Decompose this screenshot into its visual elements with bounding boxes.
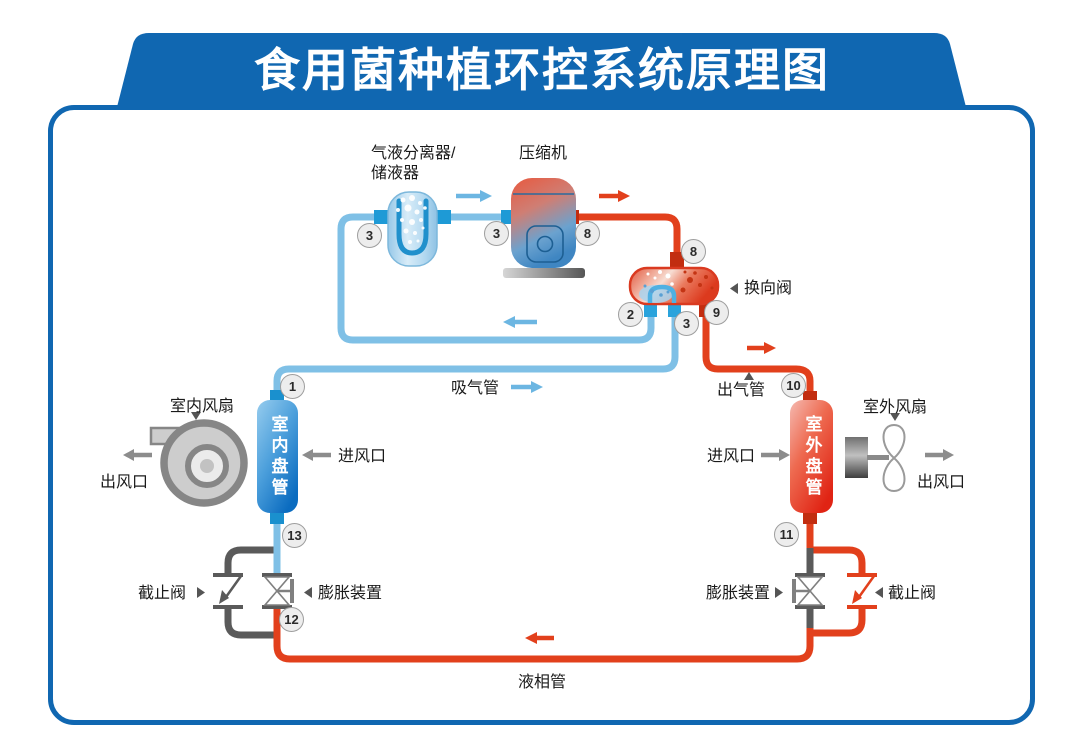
badge-3-separator: 3: [357, 223, 382, 248]
pipe-liquid: [273, 606, 814, 663]
bypass-pipes: [224, 546, 866, 639]
badge-8-compressor: 8: [575, 221, 600, 246]
flow-arrowheads: [123, 190, 954, 644]
badge-2: 2: [618, 302, 643, 327]
pipe-discharge: [702, 310, 814, 396]
badge-3-valve: 3: [674, 311, 699, 336]
outdoor-coil-icon: [790, 400, 833, 513]
reversing-valve-icon: [628, 266, 720, 306]
outdoor-fan-label: 室外风扇: [862, 399, 928, 416]
compressor-icon: [503, 178, 585, 278]
main-pipes: [273, 213, 814, 663]
expansion-device-left-label: 膨胀装置: [318, 585, 383, 602]
pipe-suction: [273, 313, 679, 392]
outdoor-outlet-label: 出风口: [917, 474, 966, 491]
stop-valve-right-label: 截止阀: [888, 585, 937, 602]
reversing-valve-label: 换向阀: [744, 280, 793, 297]
stop-valve-right-icon: [847, 573, 877, 609]
separator-label-line2: 储液器: [371, 165, 420, 182]
indoor-coil-icon: [257, 400, 298, 513]
label-pointers: [191, 283, 900, 598]
badge-13: 13: [282, 523, 307, 548]
badge-12: 12: [279, 607, 304, 632]
expansion-device-right-label: 膨胀装置: [706, 585, 771, 602]
compressor-label: 压缩机: [518, 145, 568, 162]
badge-9: 9: [704, 300, 729, 325]
badge-1: 1: [280, 374, 305, 399]
stop-valve-left-label: 截止阀: [138, 585, 187, 602]
outdoor-coil-label: 室外盘管: [802, 415, 822, 499]
expansion-device-right-icon: [792, 573, 825, 609]
stop-valve-left-icon: [213, 573, 243, 609]
separator-label-line1: 气液分离器/: [371, 145, 456, 162]
pipe-compressor-to-valve: [574, 213, 681, 258]
badge-8-valve: 8: [681, 239, 706, 264]
outdoor-inlet-label: 进风口: [707, 448, 756, 465]
indoor-outlet-label: 出风口: [100, 474, 149, 491]
pipe-valve-to-separator: [337, 213, 655, 344]
liquid-pipe-label: 液相管: [517, 674, 567, 691]
badge-3-compressor: 3: [484, 221, 509, 246]
expansion-device-left-icon: [262, 573, 294, 609]
flow-arrows: [134, 193, 943, 641]
suction-pipe-label: 吸气管: [450, 380, 500, 397]
indoor-inlet-label: 进风口: [338, 448, 387, 465]
page-title: 食用菌种植环控系统原理图: [254, 44, 830, 96]
outdoor-fan-icon: [845, 423, 906, 493]
badge-11: 11: [774, 522, 799, 547]
title-banner: [117, 33, 966, 107]
separator-icon: [387, 191, 438, 267]
indoor-fan-label: 室内风扇: [169, 398, 235, 415]
discharge-pipe-label: 出气管: [716, 382, 766, 399]
indoor-coil-label: 室内盘管: [268, 415, 288, 499]
indoor-fan-icon: [149, 419, 248, 507]
badge-10: 10: [781, 373, 806, 398]
